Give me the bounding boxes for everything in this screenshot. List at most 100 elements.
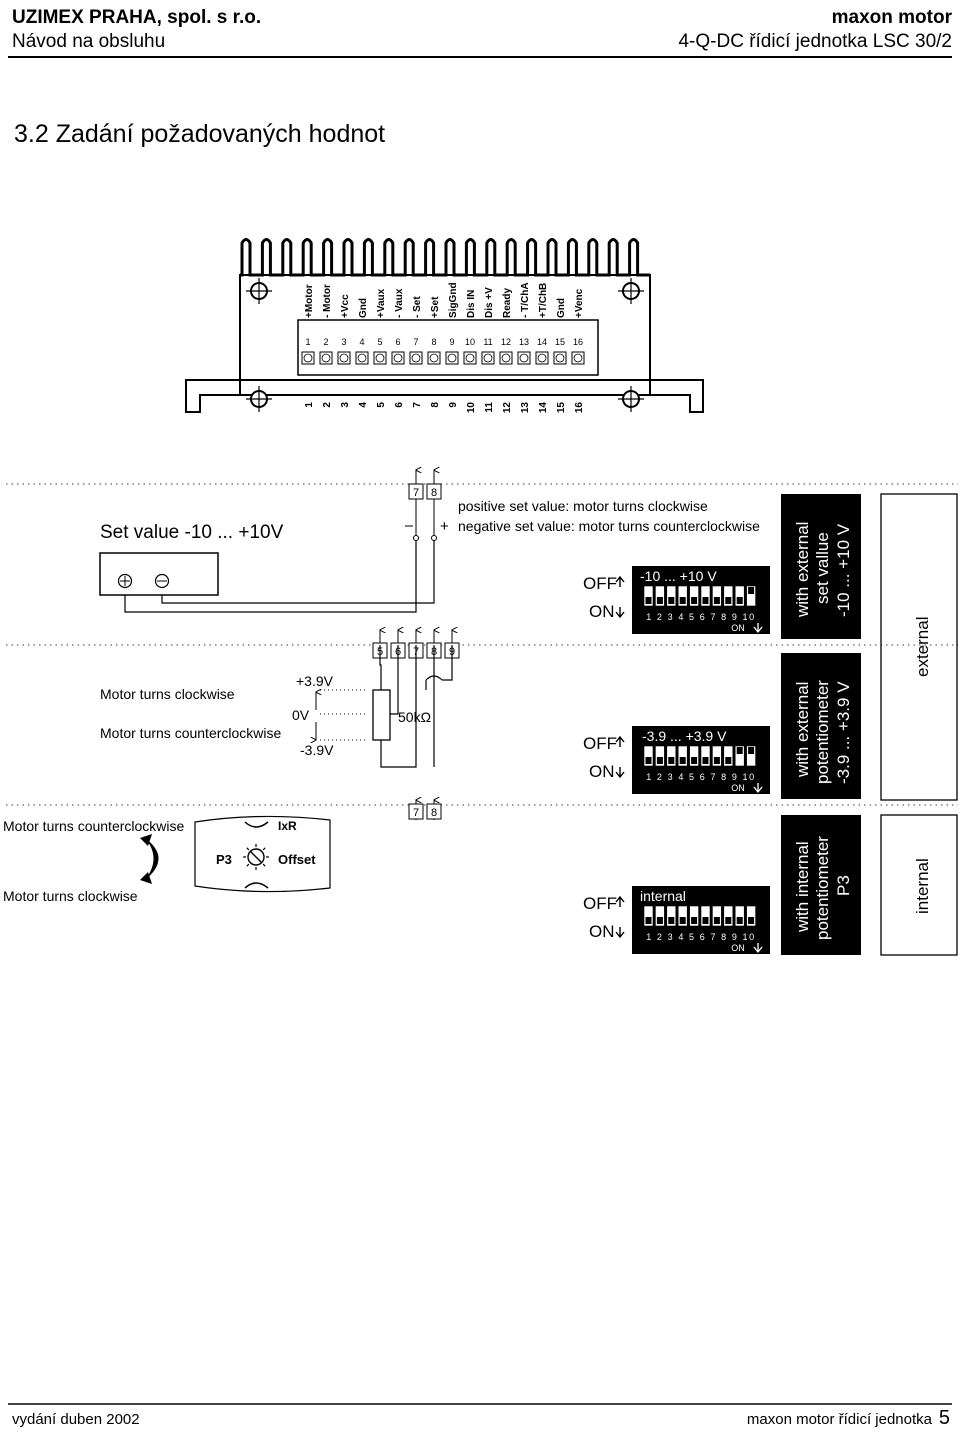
dip-switch-cell[interactable] <box>655 905 665 927</box>
dip-switch-cell[interactable] <box>734 905 745 927</box>
terminal-number: 2 <box>322 402 333 408</box>
terminal-number: 16 <box>573 337 583 347</box>
terminal-number: 4 <box>359 337 364 347</box>
company-name: UZIMEX PRAHA, spol. s r.o. <box>12 7 262 28</box>
dip-switch-cell[interactable] <box>734 745 745 767</box>
dip-switch-cell[interactable] <box>666 585 677 607</box>
terminal-label: +T/ChB <box>538 283 549 318</box>
cw-label: Motor turns clockwise <box>3 888 138 904</box>
dip-switch-cell[interactable] <box>723 745 734 767</box>
dip-switch-cell[interactable] <box>677 745 688 767</box>
dip-switch-cell[interactable] <box>723 905 734 927</box>
dip-switch-cell[interactable] <box>655 585 665 607</box>
mode-line-3: -3.9 ... +3.9 V <box>834 681 853 784</box>
dip-switch-cell[interactable] <box>746 585 756 607</box>
terminal-label: +Set <box>430 296 441 318</box>
dip-switch-cell[interactable] <box>689 905 699 927</box>
terminal-label: Gnd <box>358 298 369 318</box>
mode-line-1: with external <box>793 522 812 618</box>
dip-off-label: OFF <box>583 894 617 913</box>
dip-off-label: OFF <box>583 734 617 753</box>
dip-switch-cell[interactable] <box>666 745 677 767</box>
board-cutout <box>194 815 331 893</box>
dip-switch-2[interactable]: -3.9 ... +3.9 V 1 2 3 4 5 6 7 8 9 10 ON <box>632 726 770 794</box>
terminal-number: 6 <box>395 337 400 347</box>
arrow-up-icon <box>615 895 625 907</box>
group-internal-label: internal <box>913 858 932 914</box>
dip-switch-cell[interactable] <box>689 585 699 607</box>
pot-value: 50kΩ <box>398 709 431 725</box>
desc-positive: positive set value: motor turns clockwis… <box>458 498 708 514</box>
terminal-number: 10 <box>465 337 475 347</box>
dip-switch-cell[interactable] <box>700 745 711 767</box>
row-separators <box>6 483 958 806</box>
group-external-label: external <box>913 617 932 677</box>
potentiometer-50k <box>372 689 391 741</box>
voltage-minus: -3.9V <box>300 742 334 758</box>
dip-switch-cell[interactable] <box>700 905 711 927</box>
section-title: 3.2 Zadání požadovaných hodnot <box>14 120 386 148</box>
dip-switch-cell[interactable] <box>723 585 734 607</box>
row-external-potentiometer: Motor turns clockwise Motor turns counte… <box>100 630 861 799</box>
mode-line-3: P3 <box>834 875 853 896</box>
terminal-8: 8 <box>431 487 437 499</box>
terminal-label: - T/ChA <box>520 282 531 318</box>
ixr-label: IxR <box>278 819 297 833</box>
terminal-number: 3 <box>341 337 346 347</box>
terminal-7: 7 <box>413 807 419 819</box>
dip-switch-cell[interactable] <box>643 745 654 767</box>
rotation-arrow-icon <box>145 838 159 880</box>
terminal-label: Dis IN <box>466 290 477 318</box>
terminal-number: 8 <box>430 402 441 408</box>
terminal-label: Gnd <box>556 298 567 318</box>
terminal-number: 13 <box>520 402 531 414</box>
dip-switch-cell[interactable] <box>689 745 699 767</box>
dip-switch-cell[interactable] <box>712 745 722 767</box>
dip-switch-cell[interactable] <box>746 745 756 767</box>
dip-switch-cell[interactable] <box>734 585 745 607</box>
terminal-number: 14 <box>537 337 547 347</box>
terminal-number: 9 <box>449 337 454 347</box>
dip-on-text: ON <box>731 783 745 793</box>
dip-switch-cell[interactable] <box>746 905 756 927</box>
dip-switch-cell[interactable] <box>666 905 677 927</box>
arrow-down-icon <box>615 607 625 619</box>
mode-line-2: potentiometer <box>813 680 832 784</box>
terminal-number: 10 <box>466 402 477 414</box>
mode-line-2: set vallue <box>813 532 832 604</box>
p3-trimmer-icon[interactable] <box>243 844 269 870</box>
terminal-number: 4 <box>358 402 369 408</box>
terminal-number: 8 <box>431 337 436 347</box>
dip-switch-cell[interactable] <box>677 905 688 927</box>
mode-line-2: potentiometer <box>813 836 832 940</box>
mode-box-external-set <box>781 494 861 639</box>
dip-switch-cell[interactable] <box>712 585 722 607</box>
dip-switch-cell[interactable] <box>643 585 654 607</box>
dip-switch-cell[interactable] <box>712 905 722 927</box>
dip-switch-cell[interactable] <box>700 585 711 607</box>
dip-numbers: 1 2 3 4 5 6 7 8 9 10 <box>646 612 756 622</box>
terminal-number: 11 <box>483 337 492 347</box>
terminal-number: 12 <box>501 337 511 347</box>
dip-switch-cell[interactable] <box>643 905 654 927</box>
mode-line-1: with internal <box>793 841 812 933</box>
terminal-label: - Motor <box>322 284 333 318</box>
terminal-number: 11 <box>484 402 495 413</box>
plus-sign: + <box>440 518 449 535</box>
arrow-down-icon <box>615 767 625 779</box>
dip-switch-1[interactable]: -10 ... +10 V 1 2 3 4 5 6 7 8 9 10 ON <box>632 566 770 634</box>
terminal-number: 5 <box>376 402 387 408</box>
dip-switch-cell[interactable] <box>655 745 665 767</box>
terminal-number: 5 <box>377 337 382 347</box>
dip-numbers: 1 2 3 4 5 6 7 8 9 10 <box>646 932 756 942</box>
dip-switch-3[interactable]: internal 1 2 3 4 5 6 7 8 9 10 ON <box>632 886 770 954</box>
row-internal-potentiometer: Motor turns counterclockwise Motor turns… <box>3 800 861 955</box>
dip-on-label: ON <box>589 762 615 781</box>
mode-box-internal-pot <box>781 815 861 955</box>
terminal-number: 14 <box>538 402 549 414</box>
dip-switch-cell[interactable] <box>677 585 688 607</box>
terminal-label: - Vaux <box>394 288 405 318</box>
brand-name: maxon motor <box>831 7 952 28</box>
footer-title: maxon motor řídicí jednotka <box>746 1411 932 1428</box>
voltage-plus: +3.9V <box>296 673 334 689</box>
